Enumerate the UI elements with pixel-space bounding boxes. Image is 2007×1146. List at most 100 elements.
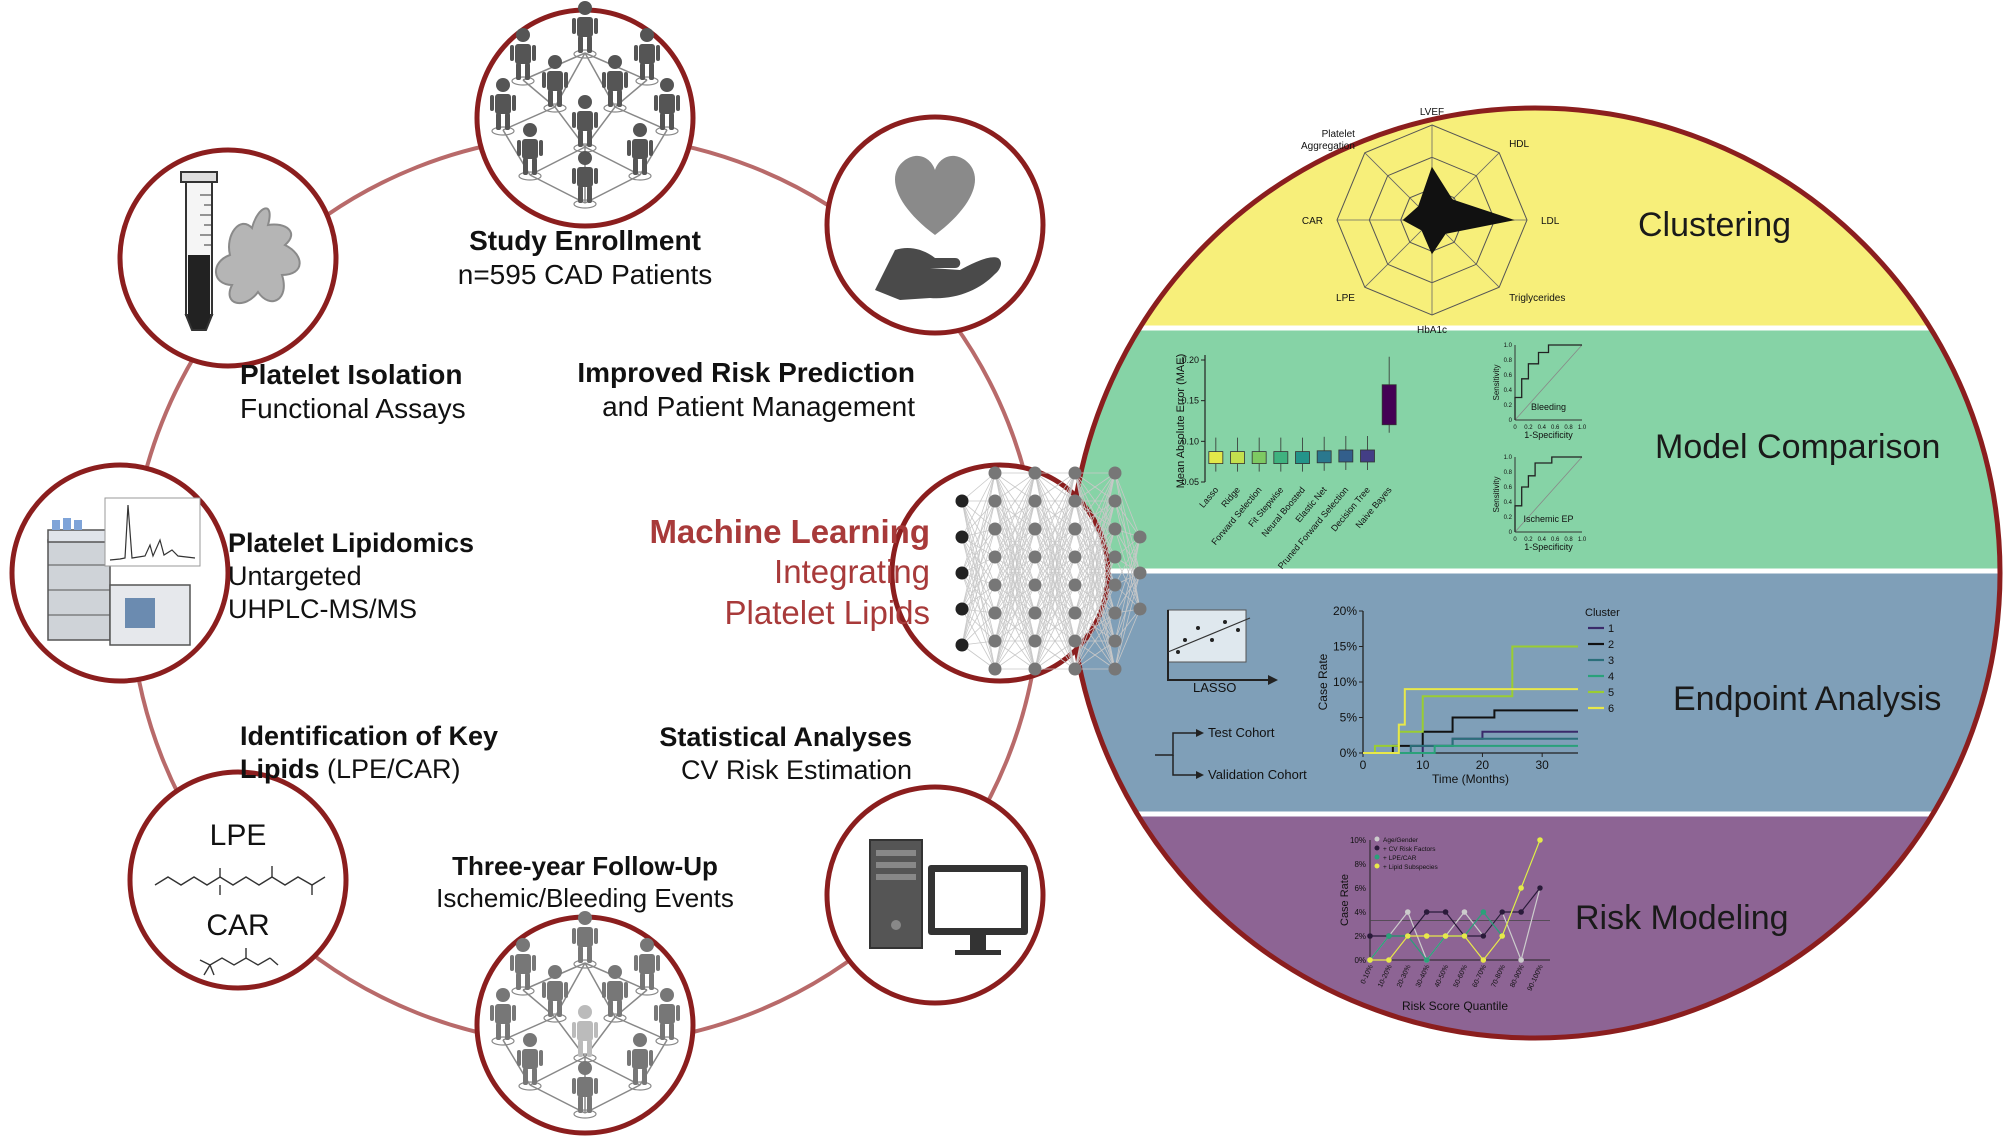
nn-node	[988, 578, 1002, 592]
nn-node	[1108, 634, 1122, 648]
nn-node	[1133, 566, 1147, 580]
rq-point	[1499, 933, 1506, 939]
km-ytick-label: 20%	[1333, 604, 1357, 618]
nn-node	[1108, 522, 1122, 536]
nn-node	[1108, 578, 1122, 592]
roc-diagonal	[1514, 456, 1583, 533]
roc-xtick-label: 0.8	[1564, 537, 1573, 543]
nn-edge	[1034, 472, 1076, 586]
nn-edge	[1034, 640, 1076, 670]
nn-node	[955, 566, 969, 580]
rq-point	[1537, 885, 1543, 891]
nn-node	[1028, 662, 1042, 676]
roc-ylabel: Sensitivity	[1492, 364, 1501, 400]
rq-point	[1518, 909, 1524, 915]
km-legend-title: Cluster	[1585, 607, 1620, 619]
roc-xlabel: 1-Specificity	[1524, 430, 1573, 440]
roc-xtick-label: 0	[1513, 537, 1517, 543]
node-enrollment	[474, 1, 696, 229]
roc-curve	[1514, 344, 1582, 420]
nn-edge	[994, 556, 1036, 670]
nn-node	[1108, 662, 1122, 676]
nn-edge	[994, 612, 1036, 670]
nn-node	[1108, 550, 1122, 564]
network-base	[573, 1109, 597, 1119]
roc-ytick-label: 0	[1509, 418, 1513, 424]
nn-edge	[961, 584, 996, 610]
nn-edge	[961, 472, 996, 574]
mae-ylabel: Mean Absolute Error (MAE)	[1175, 354, 1187, 489]
nn-edge	[961, 536, 996, 642]
mae-box	[1381, 384, 1397, 426]
mae-ytick-label: 0.10	[1181, 436, 1199, 446]
radar-axis-label: HbA1c	[1417, 325, 1447, 336]
nn-edge	[1114, 500, 1141, 538]
network-base	[628, 1081, 652, 1091]
network-base	[511, 986, 535, 996]
enrollment-subtitle: n=595 CAD Patients	[457, 259, 713, 291]
nn-node	[955, 494, 969, 508]
machine-learning-line2: Integrating	[774, 553, 930, 591]
key-lipids-title2: Lipids	[240, 753, 320, 784]
network-base	[635, 76, 659, 86]
machine-learning-title: Machine Learning	[649, 513, 930, 550]
radar-axis-label: Platelet	[1322, 129, 1356, 140]
car-label: CAR	[206, 909, 269, 942]
roc-xlabel: 1-Specificity	[1524, 542, 1573, 552]
network-link	[584, 174, 641, 204]
km-legend-label: 6	[1608, 703, 1614, 715]
network-base	[655, 126, 679, 136]
km-legend-label: 2	[1608, 639, 1614, 651]
node-lipidomics	[9, 462, 231, 684]
people-network-followup-icon	[490, 911, 680, 1119]
network-base	[511, 76, 535, 86]
isolation-title: Platelet Isolation	[240, 359, 463, 390]
nn-node	[988, 550, 1002, 564]
radar-area	[1402, 166, 1515, 255]
radar-axis	[1364, 219, 1433, 288]
network-base	[573, 49, 597, 59]
rq-point	[1537, 837, 1543, 843]
rq-xlabel: Risk Score Quantile	[1402, 999, 1508, 1013]
nn-node	[988, 466, 1002, 480]
roc-title: Ischemic EP	[1523, 514, 1573, 524]
nn-edge	[961, 644, 996, 670]
nn-node	[1028, 522, 1042, 536]
radar-chart: LVEFHDLLDLTriglyceridesHbA1cLPECARPlatel…	[1301, 107, 1565, 336]
nn-edge	[961, 500, 996, 642]
machine-learning-label: Machine Learning Integrating Platelet Li…	[560, 512, 930, 633]
nn-edge	[1114, 572, 1141, 614]
radar-axis-label: Triglycerides	[1509, 293, 1565, 304]
risk-prediction-title: Improved Risk Prediction	[577, 357, 915, 388]
nn-node	[988, 634, 1002, 648]
followup-title: Three-year Follow-Up	[452, 851, 718, 881]
band-model-comparison	[1070, 328, 2000, 571]
km-legend-label: 3	[1608, 655, 1614, 667]
node-risk-prediction	[824, 114, 1046, 336]
rq-ylabel: Case Rate	[1339, 874, 1351, 926]
roc-curve	[1514, 456, 1582, 532]
nn-edge	[994, 472, 1036, 558]
roc-xtick-label: 1.0	[1578, 425, 1587, 431]
nn-node	[1133, 530, 1147, 544]
rq-ytick-label: 0%	[1354, 956, 1366, 965]
network-link	[584, 146, 641, 176]
network-base	[603, 1013, 627, 1023]
network-base	[518, 171, 542, 181]
mae-box	[1295, 451, 1310, 465]
risk-prediction-label: Improved Risk Prediction and Patient Man…	[520, 356, 915, 424]
nn-node	[1068, 634, 1082, 648]
nn-edge	[1114, 572, 1141, 642]
roc-xtick-label: 1.0	[1578, 537, 1587, 543]
key-lipids-title: Identification of Key	[240, 721, 499, 751]
nn-edge	[961, 528, 996, 646]
statistics-subtitle: CV Risk Estimation	[680, 754, 912, 785]
km-legend-label: 4	[1608, 671, 1614, 683]
roc-xtick-label: 0.6	[1551, 425, 1560, 431]
nn-node	[1108, 466, 1122, 480]
nn-edge	[1114, 608, 1141, 642]
network-link	[584, 1056, 641, 1086]
nn-edge	[1034, 472, 1076, 642]
network-base	[543, 1013, 567, 1023]
